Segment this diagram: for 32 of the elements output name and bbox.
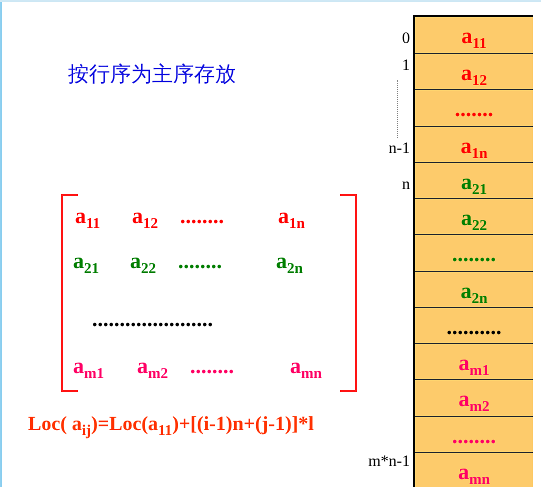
matrix-element: a$_{22}$ [130,250,156,277]
memory-cell: ........ [415,416,533,452]
address-index: 0 [401,30,410,48]
memory-cell: a$_{m1}$ [415,343,533,380]
memory-cell: a$_{21}$ [415,162,533,198]
matrix-element: a$_{1n}$ [278,205,305,232]
matrix-element: a$_{2n}$ [276,250,303,277]
memory-cell: a$_{2n}$ [415,270,533,307]
matrix-element: a$_{m1}$ [73,355,104,382]
matrix-element: a$_{12}$ [132,205,158,232]
address-index: 1 [401,57,410,75]
heading: 按行序为主序存放 [68,61,236,88]
matrix-element: a$_{mn}$ [290,355,322,382]
ellipsis: ........ [178,250,222,272]
memory-cell: a$_{22}$ [415,198,533,234]
matrix-element: a$_{11}$ [75,205,100,232]
memory-cell: a$_{m2}$ [415,379,533,416]
memory-cell: ........ [415,234,533,271]
address-formula: Loc( a$_{ij}$)=Loc(a$_{11}$)+[(i-1)n+(j-1)]*l [28,414,314,439]
ellipsis: ........ [190,355,234,377]
address-index: m*n-1 [367,453,410,471]
address-index: n [401,176,410,194]
memory-cell: a$_{12}$ [415,53,533,90]
ellipsis: ........ [180,205,224,227]
matrix-element: a$_{m2}$ [137,355,168,382]
address-index: n-1 [388,140,410,158]
memory-cell: a$_{1n}$ [415,126,533,162]
memory-cell: a$_{mn}$ [415,452,533,487]
memory-cell: ....... [415,89,533,126]
matrix-element: a$_{21}$ [73,250,99,277]
memory-cell: .......... [415,306,533,344]
ellipsis: ...................... [92,308,213,330]
